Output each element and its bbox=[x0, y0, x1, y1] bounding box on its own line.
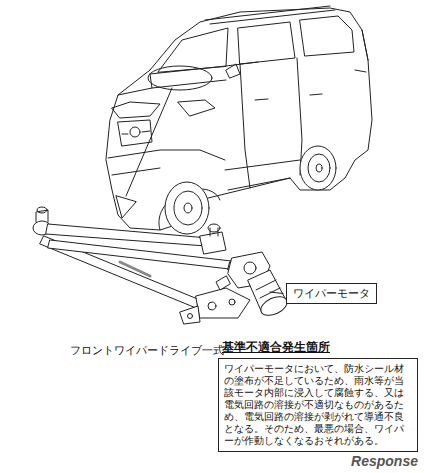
label-box: ワイパーモータ bbox=[286, 283, 377, 304]
part-name: ワイパーモータ bbox=[293, 287, 370, 300]
callout-frame: ワイパーモータにおいて、防水シール材の塗布が不足しているため、雨水等が当該モータ… bbox=[218, 358, 418, 452]
watermark: Response bbox=[351, 453, 418, 469]
assembly-name: フロントワイパードライブ一式 bbox=[70, 344, 224, 358]
pointer-arrow bbox=[116, 88, 172, 218]
callout-text: ワイパーモータにおいて、防水シール材の塗布が不足しているため、雨水等が当該モータ… bbox=[224, 363, 412, 447]
callout-heading: 基準不適合発生箇所 bbox=[218, 340, 418, 355]
callout-box: 基準不適合発生箇所ワイパーモータにおいて、防水シール材の塗布が不足しているため、… bbox=[218, 340, 418, 452]
car-drawing bbox=[106, 6, 372, 234]
wiper-linkage bbox=[33, 207, 290, 324]
leader-line bbox=[270, 292, 283, 294]
